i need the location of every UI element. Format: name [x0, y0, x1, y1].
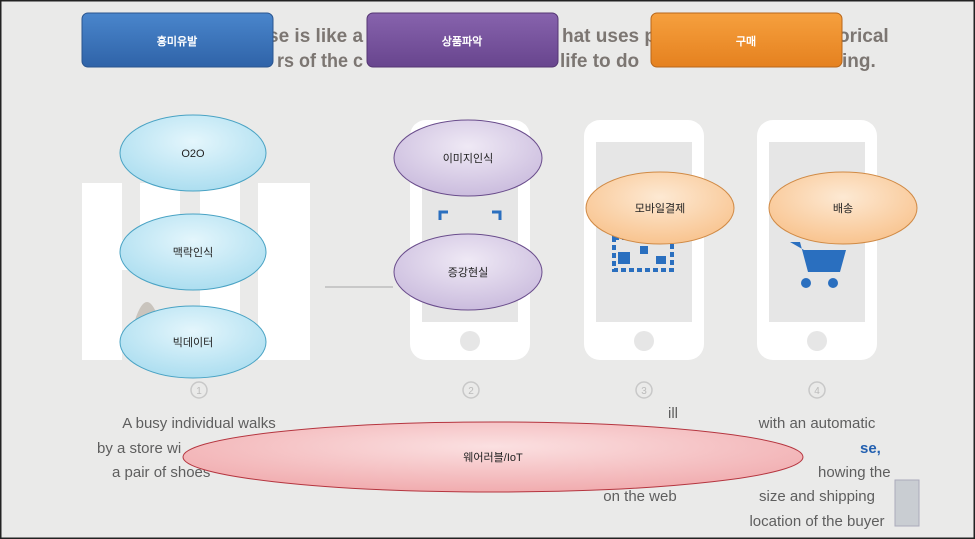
caption-line: by a store wi [97, 440, 181, 457]
svg-text:O2O: O2O [181, 148, 205, 160]
caption-line: A busy individual walks [122, 415, 275, 432]
caption-line: with an automatic [758, 415, 876, 432]
svg-text:배송: 배송 [833, 202, 853, 215]
svg-text:이미지인식: 이미지인식 [443, 152, 494, 165]
caption-link: se, [860, 440, 881, 457]
thumbnail-control[interactable] [894, 479, 920, 527]
headline-fragment: life to do [560, 51, 639, 72]
caption-line: ill [668, 405, 678, 422]
headline-fragment: orical [838, 26, 889, 47]
stage-interest[interactable]: 흥미유발 [81, 12, 274, 68]
stage-label: 흥미유발 [157, 34, 197, 48]
stage-purchase[interactable]: 구매 [650, 12, 843, 68]
step-number: 4 [814, 386, 820, 397]
caption-line: size and shipping [759, 488, 875, 505]
node-context[interactable]: 맥락인식 [119, 213, 267, 291]
headline-fragment: rs of the c [277, 51, 363, 72]
caption-line: a pair of shoes [112, 464, 210, 481]
step-number: 1 [196, 386, 202, 397]
svg-text:맥락인식: 맥락인식 [173, 246, 213, 259]
headline-fragment: ing. [842, 51, 876, 72]
svg-text:모바일결제: 모바일결제 [635, 201, 686, 215]
stage-product[interactable]: 상품파악 [366, 12, 559, 68]
node-ar[interactable]: 증강현실 [393, 233, 543, 311]
step-numbers [190, 381, 826, 399]
caption-line: howing the [818, 464, 891, 481]
headline-fragment: se is like a [268, 26, 364, 47]
svg-text:증강현실: 증강현실 [448, 266, 488, 279]
node-image-recognition[interactable]: 이미지인식 [393, 119, 543, 197]
stage-label: 구매 [736, 34, 756, 48]
node-wearable-iot[interactable]: 웨어러블/IoT [182, 421, 804, 493]
node-delivery[interactable]: 배송 [768, 171, 918, 245]
shopping-cart-icon [790, 242, 846, 288]
step-number: 2 [468, 386, 474, 397]
node-bigdata[interactable]: 빅데이터 [119, 305, 267, 379]
caption-line: location of the buyer [749, 513, 884, 530]
stage-label: 상품파악 [442, 34, 482, 48]
svg-text:빅데이터: 빅데이터 [173, 336, 213, 349]
node-mobile-payment[interactable]: 모바일결제 [585, 171, 735, 245]
headline-fragment: hat uses p [562, 26, 656, 47]
caption-line: on the web [603, 488, 676, 505]
svg-text:웨어러블/IoT: 웨어러블/IoT [463, 451, 523, 464]
node-o2o[interactable]: O2O [119, 114, 267, 192]
step-number: 3 [641, 386, 647, 397]
